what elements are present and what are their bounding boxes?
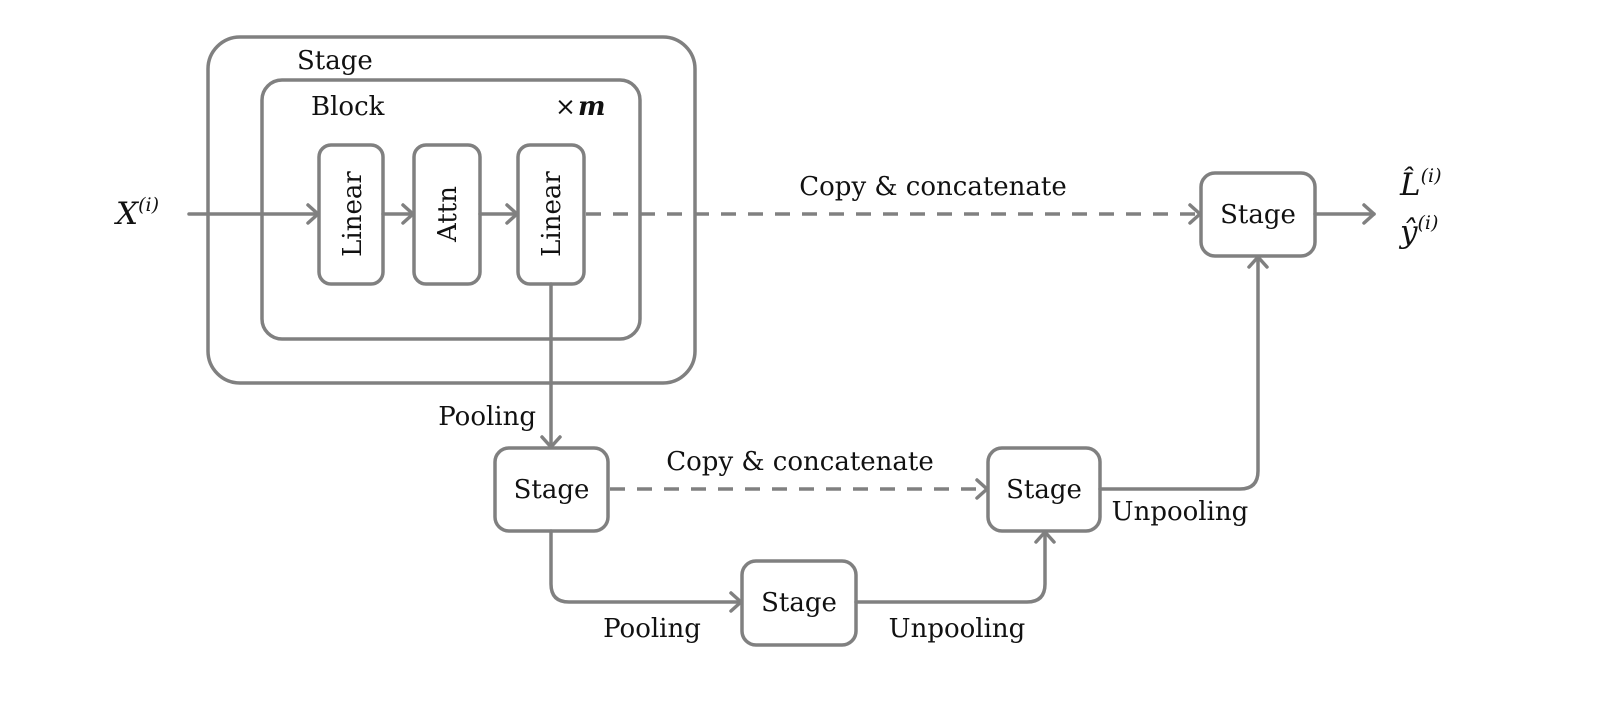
linear-node-1-label: Linear <box>338 171 368 257</box>
attn-node-label: Attn <box>433 186 463 243</box>
edge-label-copy-mid: Copy & concatenate <box>666 447 934 477</box>
arrowhead-copy-mid <box>975 478 989 500</box>
outer-stage-label: Stage <box>297 46 373 76</box>
output-prediction: ŷ(i) <box>1398 212 1438 250</box>
input-base: X <box>114 196 140 232</box>
arrowhead-input <box>306 203 320 225</box>
arrowhead-pool-1 <box>540 435 562 449</box>
output-loss: L̂(i) <box>1399 165 1442 203</box>
stage-level3-label: Stage <box>761 588 837 618</box>
edge-label-unpool-1: Unpooling <box>889 614 1026 644</box>
times-symbol: × <box>555 92 576 121</box>
input-superscript: (i) <box>138 194 159 216</box>
edge-label-pool-2: Pooling <box>603 614 701 644</box>
arrowhead-unpool-1 <box>1034 530 1056 544</box>
arrowhead-outputs <box>1362 203 1376 225</box>
stage-level2-left-label: Stage <box>514 475 590 505</box>
arrowhead-attn <box>401 203 415 225</box>
repeat-count-variable: m <box>578 92 606 122</box>
edge-label-copy-top: Copy & concatenate <box>799 172 1067 202</box>
repeat-multiplier: ×m <box>555 92 605 122</box>
edge-unpool-1 <box>854 532 1047 604</box>
arrowhead-unpool-2 <box>1247 255 1269 269</box>
stage-output-label: Stage <box>1220 200 1296 230</box>
arrowhead-copy-top <box>1188 203 1202 225</box>
edge-label-unpool-2: Unpooling <box>1112 497 1249 527</box>
output-prediction-base: ŷ <box>1398 214 1418 250</box>
edge-unpool-2 <box>1098 257 1260 491</box>
output-loss-base: L̂ <box>1399 165 1421 203</box>
input-variable: X(i) <box>114 194 159 232</box>
edge-label-pool-1: Pooling <box>438 402 536 432</box>
arrowhead-pool-2 <box>729 591 743 613</box>
stage-level2-right-label: Stage <box>1006 475 1082 505</box>
output-prediction-superscript: (i) <box>1418 212 1439 234</box>
arrowhead-linear2 <box>505 203 519 225</box>
block-label: Block <box>311 92 385 122</box>
output-loss-superscript: (i) <box>1421 165 1442 187</box>
linear-node-2-label: Linear <box>537 171 567 257</box>
edge-pool-2 <box>549 529 741 604</box>
